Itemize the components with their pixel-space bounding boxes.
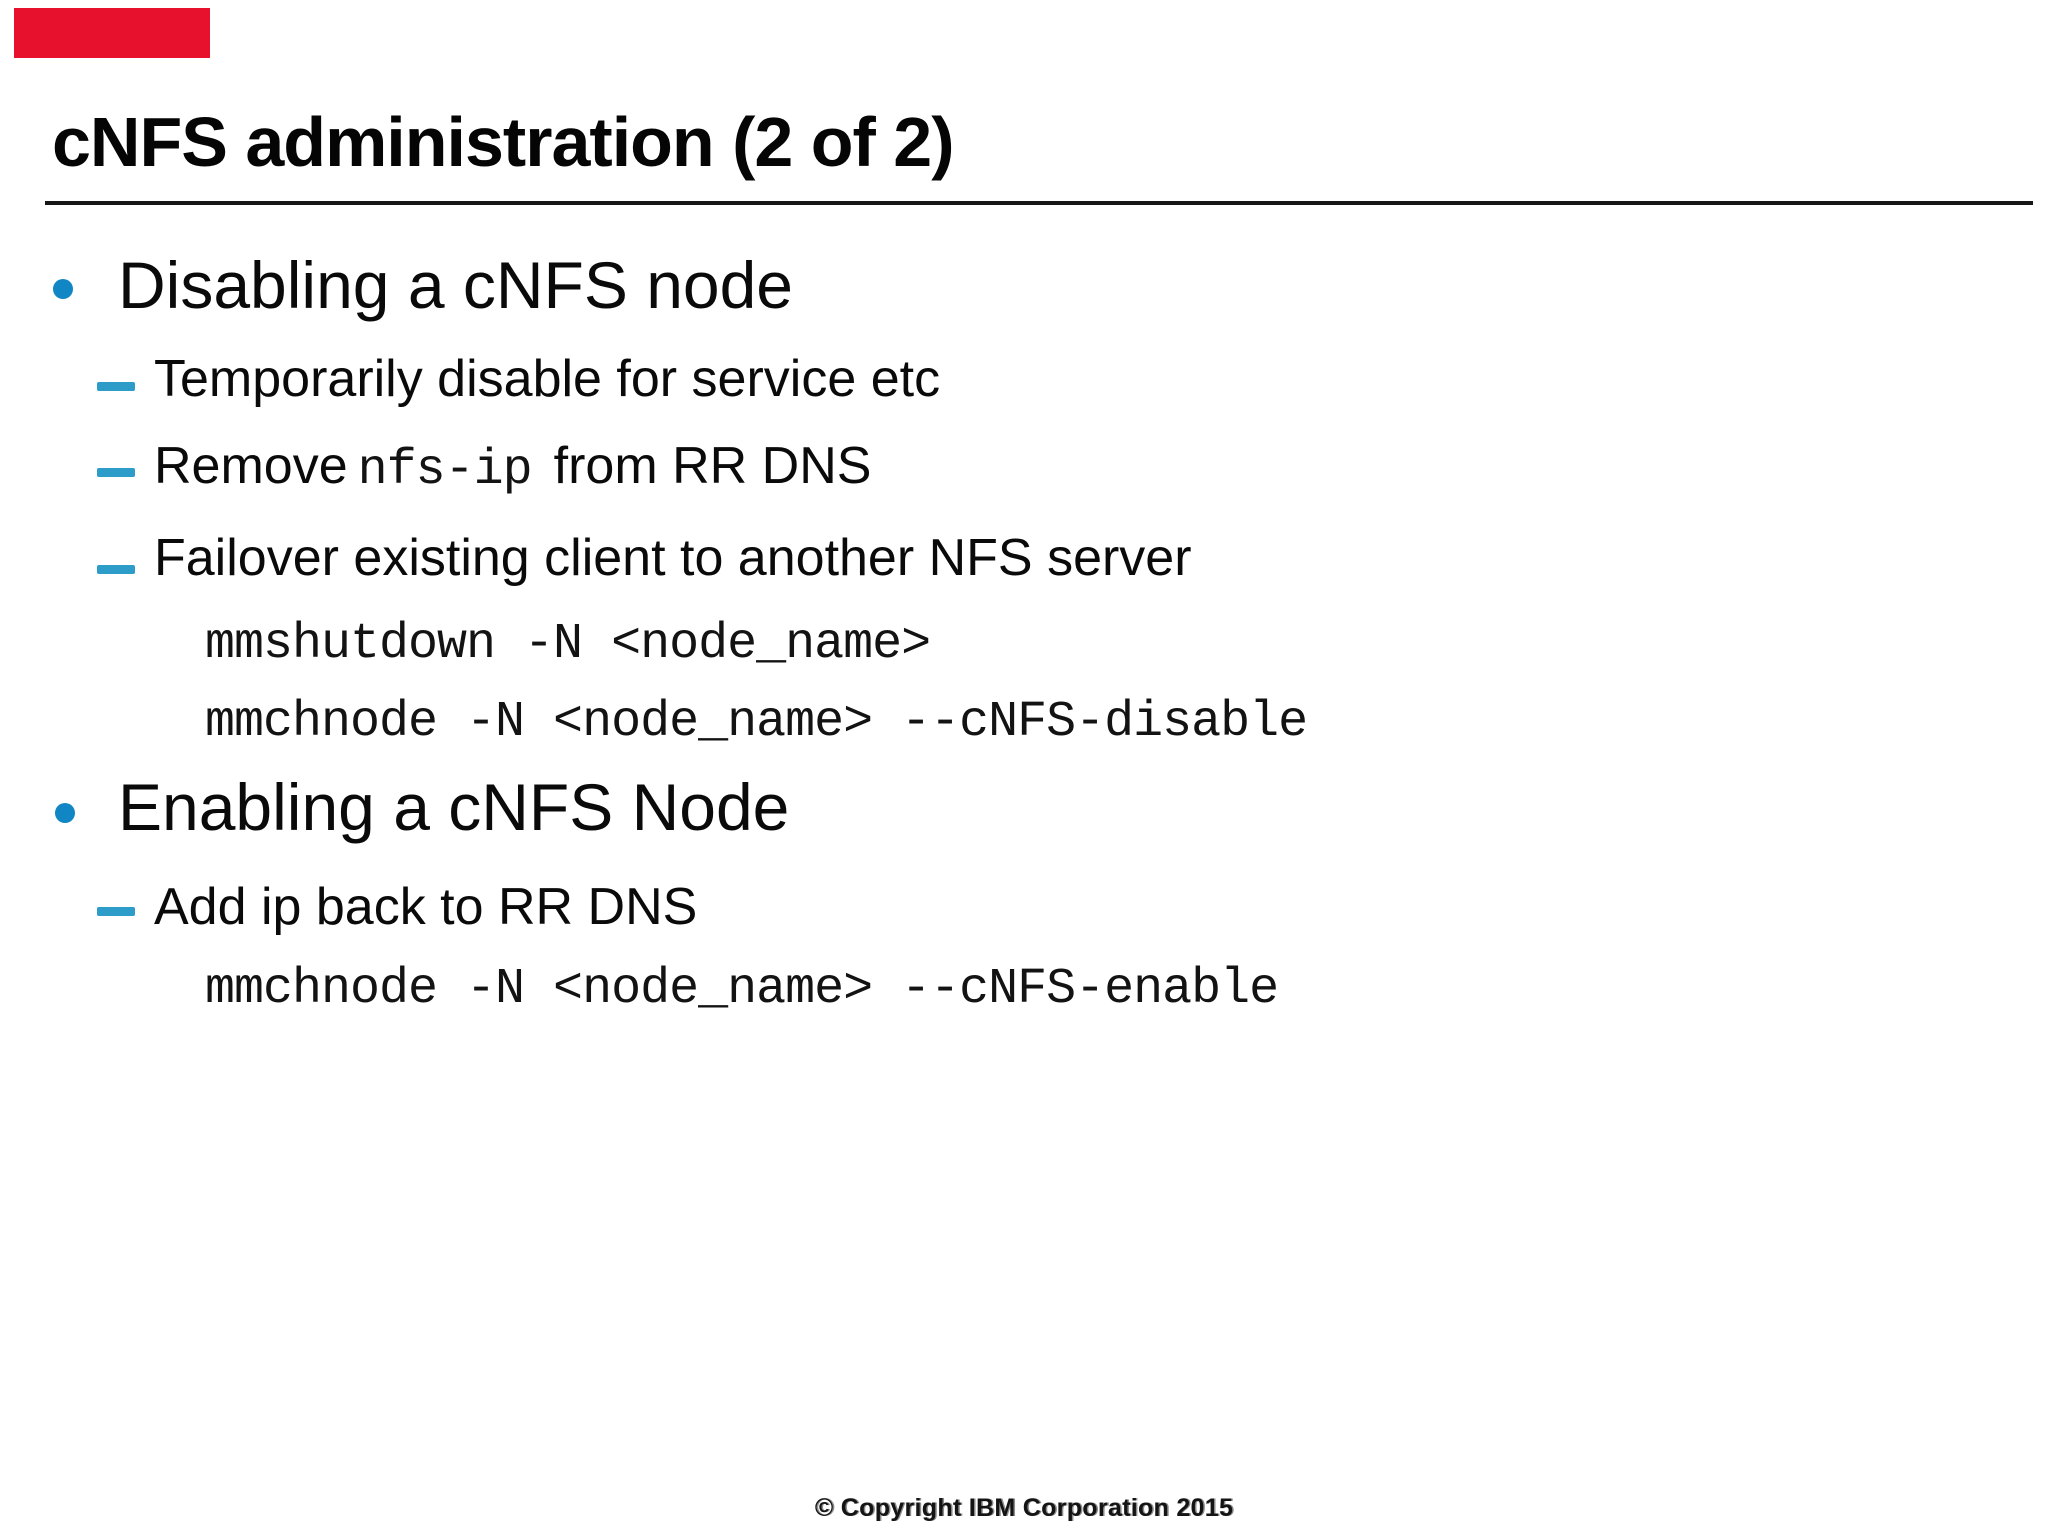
bullet-heading-disabling: Disabling a cNFS node [118, 248, 794, 322]
command-mmshutdown: mmshutdown -N <node_name> [205, 616, 931, 673]
red-marker-bar [14, 8, 210, 58]
subbullet-temporarily: Temporarily disable for service etc [154, 350, 941, 408]
slide-title: cNFS administration (2 of 2) [52, 103, 955, 181]
subbullet-add-ip: Add ip back to RR DNS [154, 878, 698, 936]
inline-code-nfs-ip: nfs-ip [357, 442, 533, 499]
bullet-heading-enabling: Enabling a cNFS Node [118, 770, 790, 844]
bullet-dash-icon [97, 382, 135, 391]
bullet-dash-icon [97, 468, 135, 477]
subbullet-failover: Failover existing client to another NFS … [154, 529, 1192, 587]
bullet-dot-icon [53, 279, 73, 299]
bullet-dash-icon [97, 565, 135, 574]
copyright-footer: © Copyright IBM Corporation 2015 [814, 1494, 1234, 1522]
subbullet-remove-suffix: from RR DNS [553, 437, 872, 495]
command-mmchnode-enable: mmchnode -N <node_name> --cNFS-enable [205, 961, 1279, 1018]
subbullet-remove-prefix: Remove [154, 437, 348, 495]
bullet-dash-icon [97, 907, 135, 916]
title-underline [45, 201, 2033, 205]
bullet-dot-icon [55, 803, 75, 823]
command-mmchnode-disable: mmchnode -N <node_name> --cNFS-disable [205, 694, 1308, 751]
